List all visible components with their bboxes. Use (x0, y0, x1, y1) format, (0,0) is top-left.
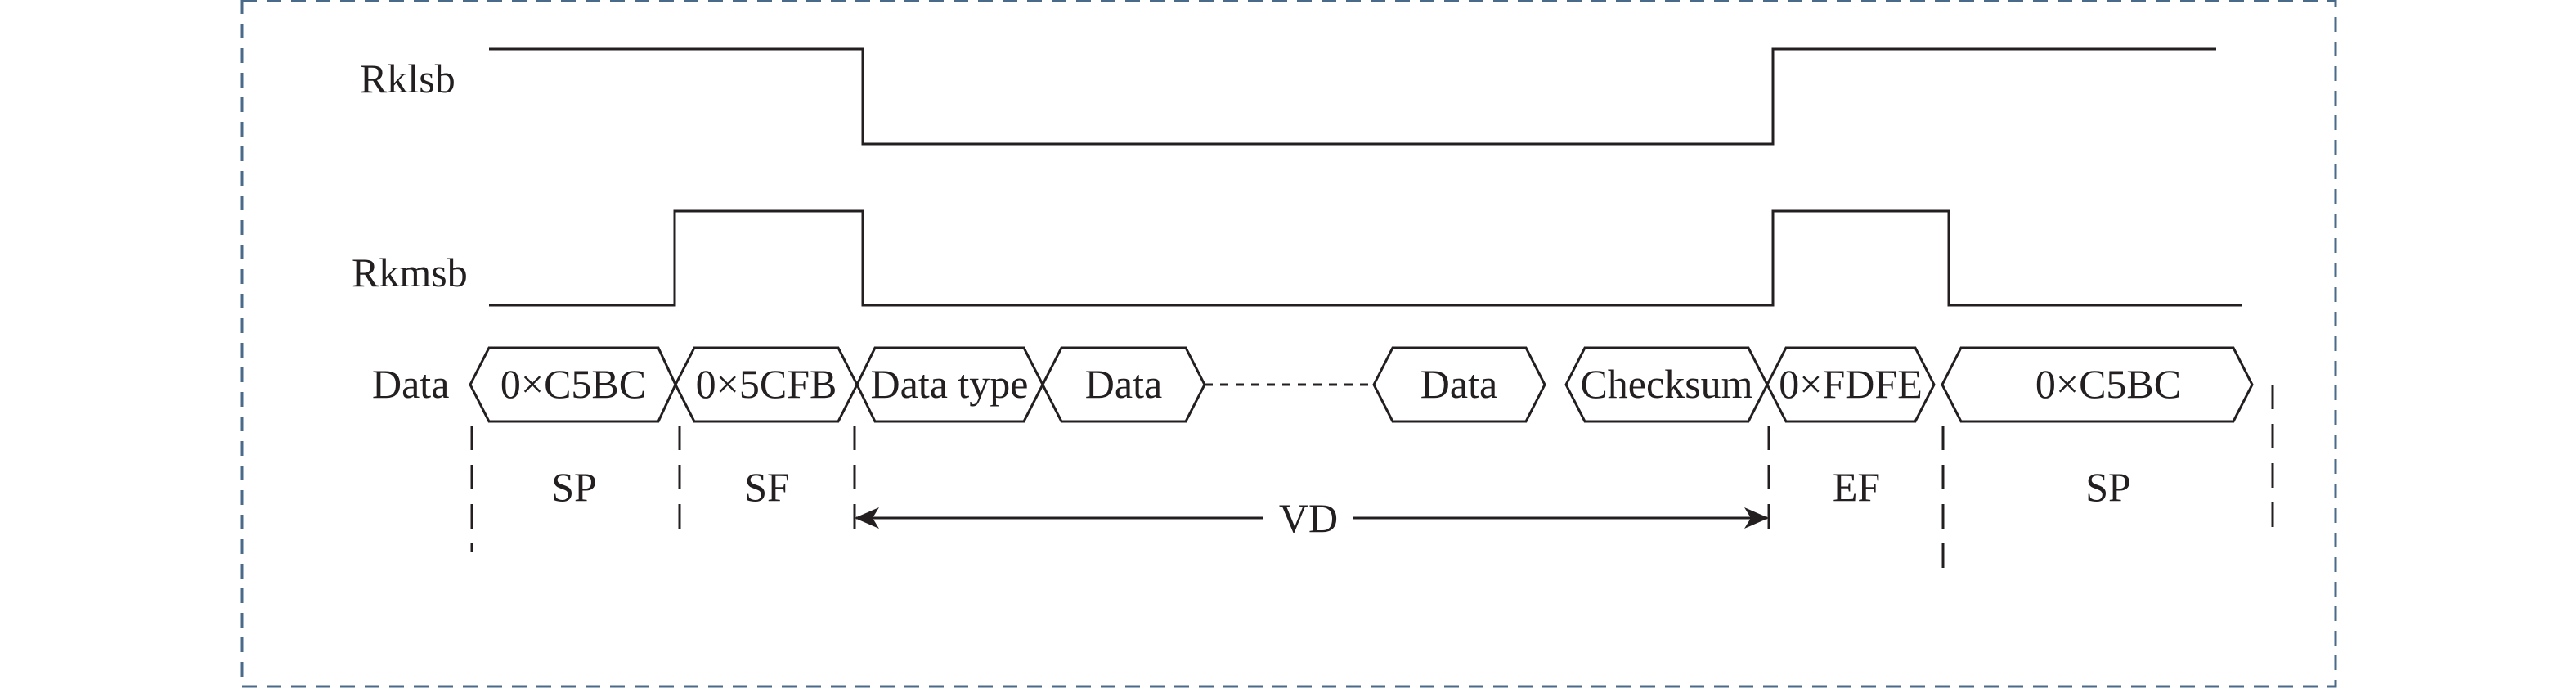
data-label: Data (372, 361, 449, 407)
field-data-2: Data (1420, 361, 1497, 407)
boundary-markers (470, 385, 2274, 573)
field-box-end-flag (1766, 346, 1936, 423)
field-data-1: Data (1085, 361, 1162, 407)
field-box-data-2 (1372, 346, 1546, 423)
field-end-pattern: 0×C5BC (2035, 361, 2181, 407)
field-checksum: Checksum (1580, 361, 1752, 407)
field-end-flag: 0×FDFE (1779, 361, 1922, 407)
rklsb-label: Rklsb (360, 56, 456, 101)
region-vd: VD (1279, 495, 1338, 541)
region-sp-end: SP (2085, 464, 2131, 510)
region-sp-start: SP (551, 464, 597, 510)
region-ef: EF (1833, 464, 1880, 510)
field-box-end-pattern (1941, 346, 2254, 423)
field-start-pattern: 0×C5BC (500, 361, 646, 407)
rkmsb-label: Rkmsb (352, 250, 468, 295)
region-sf: SF (744, 464, 790, 510)
field-start-flag: 0×5CFB (696, 361, 837, 407)
rklsb-waveform (489, 47, 2216, 146)
field-data-type: Data type (871, 361, 1029, 407)
data-fields (469, 346, 2254, 423)
diagram-frame (240, 0, 2337, 688)
rkmsb-waveform (489, 209, 2242, 307)
